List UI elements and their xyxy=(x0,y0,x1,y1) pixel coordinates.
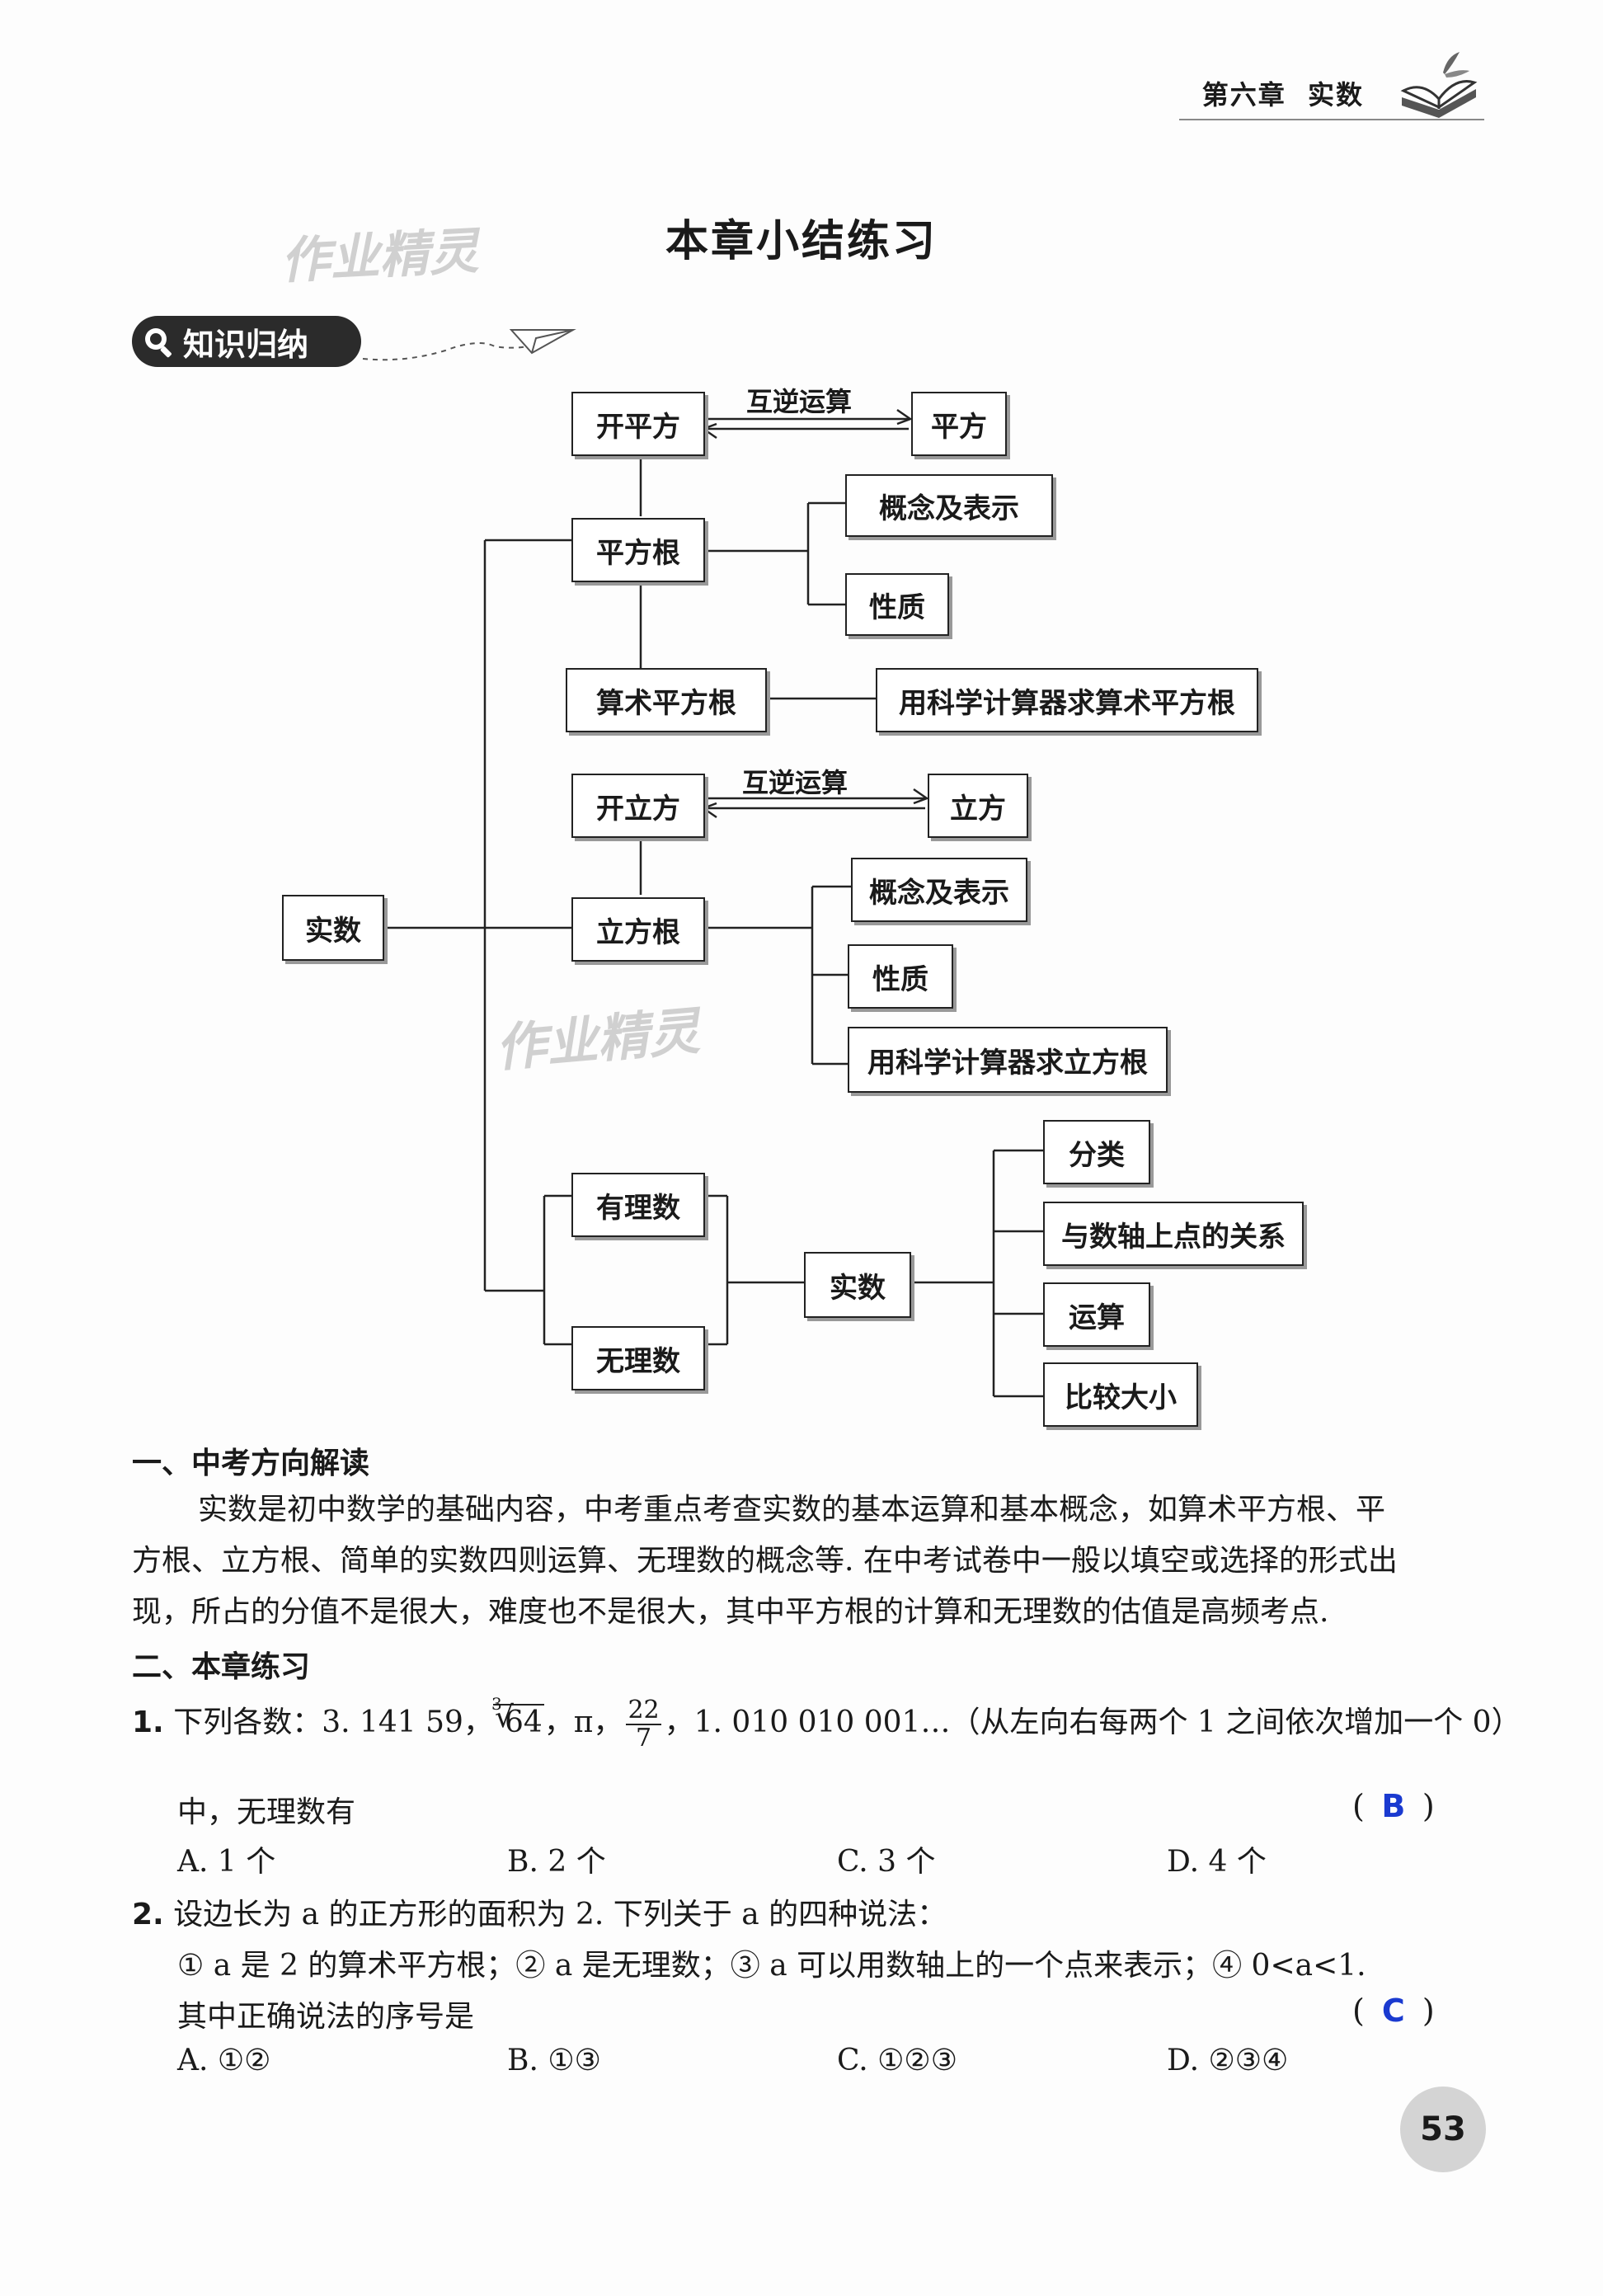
section1-line-2: 方根、立方根、简单的实数四则运算、无理数的概念等. 在中考试卷中一般以填空或选择… xyxy=(132,1536,1451,1587)
node-numberline-relation: 与数轴上点的关系 xyxy=(1043,1202,1304,1266)
question-2-option-c: C. ①②③ xyxy=(837,2044,957,2077)
node-youlishu: 有理数 xyxy=(571,1173,705,1237)
node-lifanggen: 立方根 xyxy=(571,897,705,962)
question-1-option-b: B. 2 个 xyxy=(507,1837,606,1880)
cube-root-expression: 364 xyxy=(493,1706,544,1739)
section2-heading: 二、本章练习 xyxy=(132,1643,310,1686)
question-number: 2. xyxy=(132,1898,164,1931)
question-1-suffix: ，1. 010 010 001…（从左向右每两个 1 之间依次增加一个 0） xyxy=(665,1706,1521,1739)
question-2-line1: 设边长为 a 的正方形的面积为 2. 下列关于 a 的四种说法： xyxy=(173,1898,947,1931)
question-2-answer: (C) xyxy=(1352,1993,1435,2029)
node-cbrt-calculator: 用科学计算器求立方根 xyxy=(848,1027,1168,1093)
question-number: 1. xyxy=(132,1706,164,1739)
section1-line-3: 现，所占的分值不是很大，难度也不是很大，其中平方根的计算和无理数的估值是高频考点… xyxy=(132,1587,1451,1638)
question-1-option-d: D. 4 个 xyxy=(1167,1837,1267,1880)
node-operation: 运算 xyxy=(1043,1282,1150,1347)
knowledge-diagram-lines xyxy=(0,0,1603,1451)
node-pingfanggen: 平方根 xyxy=(571,518,705,582)
node-pingfang: 平方 xyxy=(911,392,1007,456)
section1-heading: 一、中考方向解读 xyxy=(132,1439,369,1482)
question-1-pi: ，π， xyxy=(544,1706,623,1739)
node-cbrt-concept: 概念及表示 xyxy=(851,858,1027,922)
label-inverse-operation: 互逆运算 xyxy=(746,381,852,419)
node-kai-lifang: 开立方 xyxy=(571,774,705,838)
question-1-option-c: C. 3 个 xyxy=(837,1837,936,1880)
node-sqrt-property: 性质 xyxy=(845,573,949,636)
node-shishu: 实数 xyxy=(804,1252,911,1318)
answer-letter: C xyxy=(1365,1993,1422,2029)
question-1-option-a: A. 1 个 xyxy=(177,1837,275,1880)
node-sqrt-concept: 概念及表示 xyxy=(845,474,1053,537)
label-inverse-operation: 互逆运算 xyxy=(742,762,848,800)
question-1-prefix: 下列各数：3. 141 59， xyxy=(173,1706,493,1739)
question-2-stem: 2. 设边长为 a 的正方形的面积为 2. 下列关于 a 的四种说法： xyxy=(132,1890,947,1933)
question-2-stem-line2: ① a 是 2 的算术平方根；② a 是无理数；③ a 可以用数轴上的一个点来表… xyxy=(177,1941,1366,1984)
question-2-option-b: B. ①③ xyxy=(507,2044,601,2077)
section1-line-1: 实数是初中数学的基础内容，中考重点考查实数的基本运算和基本概念，如算术平方根、平 xyxy=(132,1484,1451,1536)
question-1-answer: (B) xyxy=(1352,1788,1435,1824)
question-2-option-d: D. ②③④ xyxy=(1167,2044,1288,2077)
node-lifang: 立方 xyxy=(928,774,1028,838)
cube-root-radicand: 64 xyxy=(493,1704,544,1739)
node-wulishu: 无理数 xyxy=(571,1326,705,1390)
question-2-stem-line3: 其中正确说法的序号是 xyxy=(177,1993,474,2035)
node-classify: 分类 xyxy=(1043,1120,1150,1184)
answer-letter: B xyxy=(1365,1788,1422,1824)
question-2-option-a: A. ①② xyxy=(177,2044,270,2077)
fraction-numerator: 22 xyxy=(626,1697,660,1725)
node-sqrt-calculator: 用科学计算器求算术平方根 xyxy=(876,668,1258,732)
node-compare: 比较大小 xyxy=(1043,1362,1198,1427)
question-1-stem: 1. 下列各数：3. 141 59，364，π，227，1. 010 010 0… xyxy=(132,1697,1521,1752)
fraction-denominator: 7 xyxy=(626,1725,660,1752)
node-real-number-root: 实数 xyxy=(282,895,384,961)
question-1-stem-line2: 中，无理数有 xyxy=(177,1788,355,1831)
page-number: 53 xyxy=(1400,2087,1486,2172)
node-cbrt-property: 性质 xyxy=(848,944,953,1009)
node-kai-pingfang: 开平方 xyxy=(571,392,705,456)
node-suanshu-pingfanggen: 算术平方根 xyxy=(566,668,767,732)
